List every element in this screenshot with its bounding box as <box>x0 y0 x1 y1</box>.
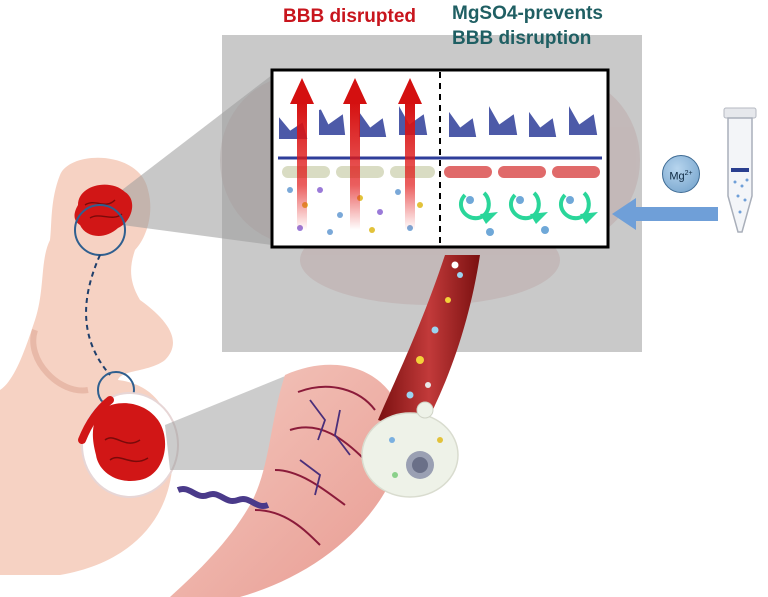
blood-vessel <box>378 255 480 435</box>
placenta-cell-icon <box>361 401 459 498</box>
spiral-artery-icon <box>176 485 270 510</box>
disruption-arrows <box>290 78 422 230</box>
brain-callout-wedge <box>122 75 272 245</box>
red-up-arrow-icon <box>343 78 367 230</box>
dashed-connection <box>85 254 111 376</box>
green-cycle-arrow-icon <box>508 191 548 224</box>
mgso4-title-line1: MgSO4-prevents <box>452 3 603 24</box>
mg-particles <box>466 196 574 236</box>
green-cycle-arrow-icon <box>558 191 598 224</box>
mg-symbol: Mg <box>669 170 685 183</box>
green-cycle-arrow-icon <box>458 191 498 224</box>
fetus-icon <box>78 396 166 481</box>
magnesium-ion-badge: Mg2+ <box>662 155 700 193</box>
bbb-disrupted-title: BBB disrupted <box>283 6 416 27</box>
protection-arrows <box>458 191 598 224</box>
mg-charge: 2+ <box>684 170 693 177</box>
womb <box>78 392 179 498</box>
intact-endothelium <box>444 166 600 178</box>
bbb-zoom-panel <box>270 68 610 249</box>
uterine-wall <box>170 364 403 597</box>
mgso4-title-line2: BBB disruption <box>452 28 592 49</box>
red-up-arrow-icon <box>398 78 422 230</box>
red-up-arrow-icon <box>290 78 314 230</box>
magnesium-tube-icon <box>718 105 768 243</box>
mgso4-prevents-title: MgSO4-prevents BBB disruption <box>452 1 603 51</box>
infusion-arrow <box>612 198 722 230</box>
